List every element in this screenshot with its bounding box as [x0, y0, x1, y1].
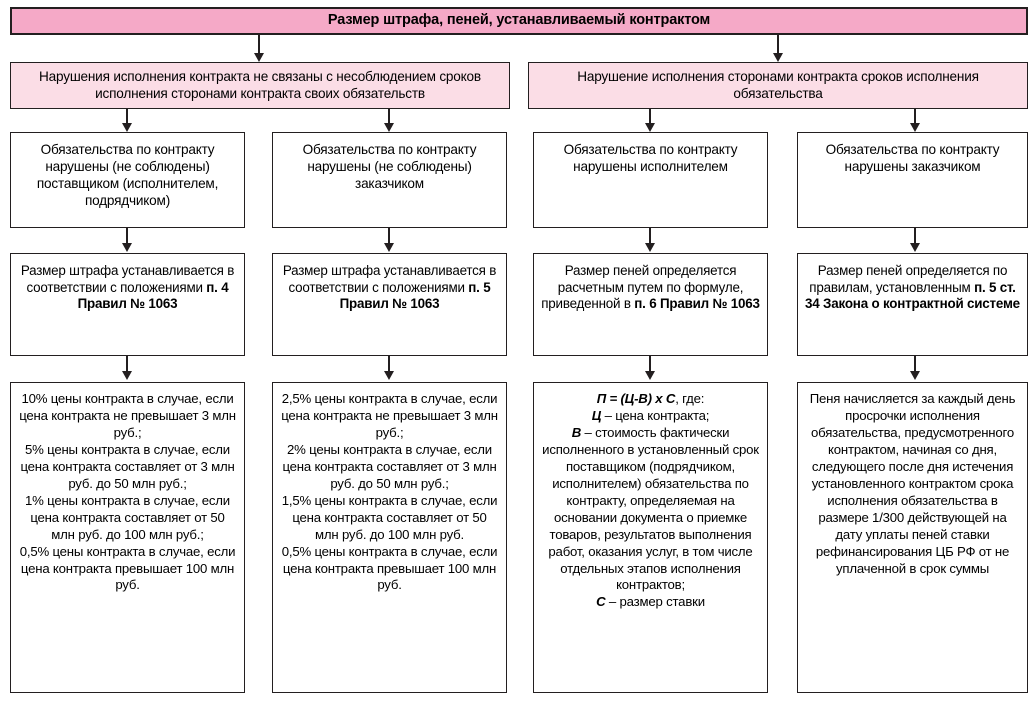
detail-box-4-text: Пеня начисляется за каждый день просрочк… — [809, 391, 1016, 576]
arrowhead-party4-to-rule4 — [909, 243, 920, 252]
rule-box-3: Размер пеней определяется расчетным путе… — [533, 253, 768, 356]
rule-box-2-text: Размер штрафа устанавливается в соответс… — [282, 263, 497, 312]
title-banner-text: Размер штрафа, пеней, устанавливаемый ко… — [327, 12, 711, 29]
detail-box-3: П = (Ц-В) х С, где:Ц – цена контракта;В … — [533, 382, 768, 693]
detail-box-1: 10% цены контракта в случае, если цена к… — [10, 382, 245, 693]
connector-cat2-to-party4 — [914, 109, 916, 127]
connector-rule3-to-detail3 — [649, 356, 651, 374]
connector-rule4-to-detail4 — [914, 356, 916, 374]
arrowhead-party1-to-rule1 — [121, 243, 132, 252]
rule-box-1-text: Размер штрафа устанавливается в соответс… — [20, 263, 235, 312]
arrowhead-cat1-to-party1 — [121, 123, 132, 132]
party-box-2: Обязательства по контракту нарушены (не … — [272, 132, 507, 228]
detail-box-4: Пеня начисляется за каждый день просрочк… — [797, 382, 1028, 693]
detail-box-2-text: 2,5% цены контракта в случае, если цена … — [281, 391, 498, 593]
party-box-4-text: Обязательства по контракту нарушены зака… — [825, 142, 1000, 174]
arrowhead-banner-to-cat-2 — [772, 53, 783, 62]
detail-box-2: 2,5% цены контракта в случае, если цена … — [272, 382, 507, 693]
rule-box-3-text: Размер пеней определяется расчетным путе… — [541, 263, 760, 312]
category-box-2: Нарушение исполнения сторонами контракта… — [528, 62, 1028, 109]
arrowhead-cat2-to-party4 — [909, 123, 920, 132]
detail-box-3-text: П = (Ц-В) х С, где:Ц – цена контракта;В … — [542, 391, 759, 610]
rule-box-2: Размер штрафа устанавливается в соответс… — [272, 253, 507, 356]
connector-party1-to-rule1 — [126, 228, 128, 246]
connector-banner-to-cat-1 — [258, 35, 260, 57]
category-box-2-text: Нарушение исполнения сторонами контракта… — [577, 68, 979, 101]
category-box-1-text: Нарушения исполнения контракта не связан… — [39, 68, 481, 101]
arrowhead-cat1-to-party2 — [383, 123, 394, 132]
arrowhead-rule2-to-detail2 — [383, 371, 394, 380]
arrowhead-rule1-to-detail1 — [121, 371, 132, 380]
connector-banner-to-cat-2 — [777, 35, 779, 57]
connector-rule2-to-detail2 — [388, 356, 390, 374]
title-banner: Размер штрафа, пеней, устанавливаемый ко… — [10, 7, 1028, 35]
connector-party3-to-rule3 — [649, 228, 651, 246]
arrowhead-party2-to-rule2 — [383, 243, 394, 252]
connector-cat2-to-party3 — [649, 109, 651, 127]
connector-party2-to-rule2 — [388, 228, 390, 246]
category-box-1: Нарушения исполнения контракта не связан… — [10, 62, 510, 109]
connector-rule1-to-detail1 — [126, 356, 128, 374]
party-box-1-text: Обязательства по контракту нарушены (не … — [36, 142, 219, 208]
party-box-4: Обязательства по контракту нарушены зака… — [797, 132, 1028, 228]
detail-box-1-text: 10% цены контракта в случае, если цена к… — [19, 391, 236, 593]
connector-cat1-to-party2 — [388, 109, 390, 127]
rule-box-4: Размер пеней определяется по правилам, у… — [797, 253, 1028, 356]
arrowhead-rule3-to-detail3 — [644, 371, 655, 380]
party-box-1: Обязательства по контракту нарушены (не … — [10, 132, 245, 228]
connector-party4-to-rule4 — [914, 228, 916, 246]
party-box-2-text: Обязательства по контракту нарушены (не … — [302, 142, 477, 191]
connector-cat1-to-party1 — [126, 109, 128, 127]
arrowhead-banner-to-cat-1 — [253, 53, 264, 62]
arrowhead-rule4-to-detail4 — [909, 371, 920, 380]
arrowhead-party3-to-rule3 — [644, 243, 655, 252]
arrowhead-cat2-to-party3 — [644, 123, 655, 132]
rule-box-4-text: Размер пеней определяется по правилам, у… — [805, 263, 1020, 312]
party-box-3-text: Обязательства по контракту нарушены испо… — [563, 142, 738, 174]
party-box-3: Обязательства по контракту нарушены испо… — [533, 132, 768, 228]
rule-box-1: Размер штрафа устанавливается в соответс… — [10, 253, 245, 356]
